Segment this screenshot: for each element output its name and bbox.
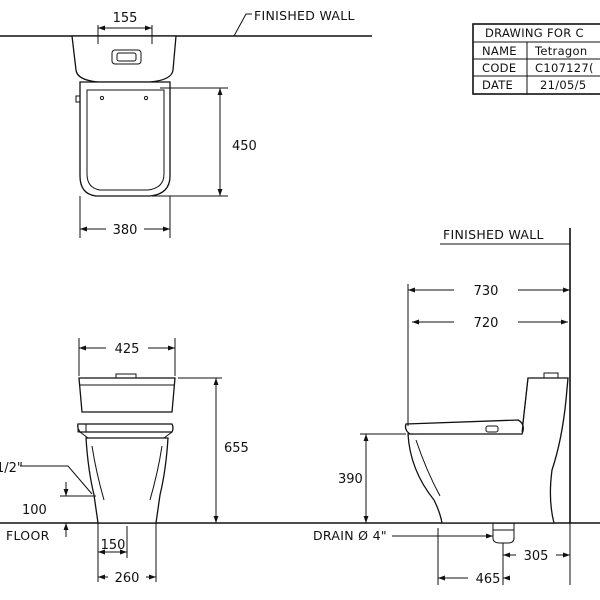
- tank-outline-top: [71, 35, 177, 83]
- title-block-date-value: 21/05/5: [540, 78, 586, 92]
- dim-height-front: 655: [224, 441, 249, 456]
- dim-tank-width-top: 155: [113, 11, 138, 26]
- bowl-outline-top: [79, 81, 171, 197]
- front-view: 425 655 1/2" 100 150 260: [0, 338, 249, 586]
- side-view: FINISHED WALL 730 720 390 DRAIN Ø 4": [313, 227, 571, 587]
- dim-drain-from-wall: 305: [524, 549, 549, 564]
- toilet-body-side: [407, 377, 569, 524]
- dim-drain-to-front: 465: [476, 572, 501, 587]
- seat-side: [404, 419, 524, 435]
- title-block-name-key: NAME: [482, 44, 517, 58]
- title-block-code-key: CODE: [482, 61, 516, 75]
- drain-pipe: [492, 523, 515, 544]
- title-block-code-value: C107127(: [535, 61, 594, 75]
- flush-button-inner: [116, 52, 137, 62]
- dim-inlet-height: 100: [22, 503, 47, 518]
- tank-outline-front: [78, 377, 176, 413]
- dim-width-front: 425: [115, 342, 140, 357]
- title-block-header: DRAWING FOR C: [485, 26, 584, 40]
- flush-button-top: [111, 49, 142, 65]
- seat-outline-top: [86, 89, 165, 191]
- finished-wall-label-top: FINISHED WALL: [254, 8, 355, 23]
- title-block-date-key: DATE: [482, 78, 513, 92]
- seat-front: [77, 423, 174, 433]
- dim-depth-top: 450: [232, 139, 257, 154]
- dim-bowl-width-top: 380: [113, 223, 138, 238]
- pipe-size-label: 1/2": [0, 461, 23, 476]
- drain-label: DRAIN Ø 4": [313, 528, 387, 543]
- dim-seat-height-side: 390: [338, 472, 363, 487]
- finished-wall-leader-top: [233, 13, 252, 37]
- title-block: DRAWING FOR C NAME Tetragon CODE C107127…: [472, 23, 600, 95]
- title-block-name-value: Tetragon: [534, 44, 587, 58]
- dim-base-inner: 150: [101, 538, 126, 553]
- top-view: FINISHED WALL 155 450 380: [0, 8, 372, 238]
- finished-wall-label-side: FINISHED WALL: [443, 227, 544, 242]
- bowl-base-front: [85, 437, 169, 524]
- floor-label: FLOOR: [6, 528, 50, 543]
- dim-base-outer: 260: [115, 571, 140, 586]
- dim-bowl-length-side: 720: [474, 316, 499, 331]
- dim-total-length-side: 730: [474, 284, 499, 299]
